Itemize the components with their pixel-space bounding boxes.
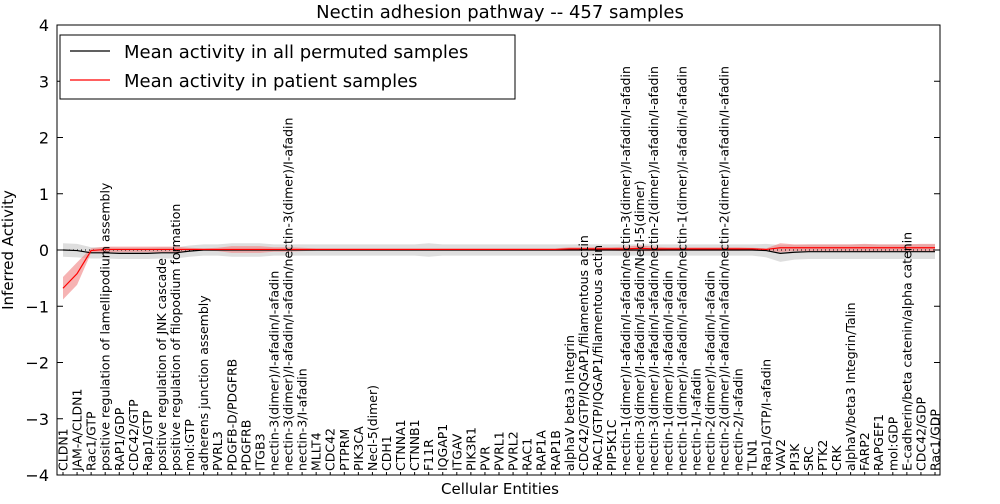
- x-tick-label: nectin-2(dimer)/I-afadin/I-afadin: [702, 271, 717, 471]
- x-tick-label: mol:GDP: [885, 416, 900, 471]
- x-tick-label: RAC1: [520, 438, 535, 471]
- x-tick-label: nectin-3/I-afadin: [295, 368, 310, 471]
- x-tick-label: Rap1/GTP/I-afadin: [759, 359, 774, 471]
- legend: Mean activity in all permuted samples Me…: [60, 35, 515, 99]
- y-tick-label: 4: [39, 16, 49, 35]
- x-tick-label: PDGFRB: [238, 420, 253, 471]
- x-tick-label: alphaV beta3 Integrin: [562, 335, 577, 471]
- x-tick-label: nectin-1(dimer)/I-afadin/I-afadin/nectin…: [674, 66, 689, 471]
- x-tick-label: PTK2: [815, 440, 830, 471]
- x-tick-label: CDC42/GTP/IQGAP1/filamentous actin: [576, 235, 591, 471]
- x-tick-label: nectin-1(dimer)/I-afadin/I-afadin/nectin…: [618, 66, 633, 471]
- legend-label-patient: Mean activity in patient samples: [124, 71, 418, 92]
- x-tick-label: adherens junction assembly: [196, 295, 211, 471]
- x-tick-label: PVRL3: [210, 431, 225, 471]
- x-tick-label: PIK3CA: [351, 426, 366, 471]
- x-tick-label: F11R: [421, 439, 436, 471]
- x-tick-label: nectin-3(dimer)/I-afadin/I-afadin/nectin…: [281, 118, 296, 471]
- x-tick-label: CTNNB1: [407, 419, 422, 471]
- chart-title: Nectin adhesion pathway -- 457 samples: [316, 2, 684, 23]
- x-tick-label: Rac1/GTP: [84, 411, 99, 471]
- x-tick-label: CRK: [829, 445, 844, 471]
- x-tick-label: nectin-1/I-afadin: [688, 368, 703, 471]
- x-tick-label: RAP1A: [534, 430, 549, 471]
- x-tick-label: RAC1/GTP/IQGAP1/filamentous actin: [590, 245, 605, 471]
- x-tick-label: positive regulation of JNK cascade: [154, 258, 169, 471]
- x-axis-label: Cellular Entities: [441, 480, 559, 498]
- x-tick-label: E-cadherin/beta catenin/alpha catenin: [899, 232, 914, 471]
- x-tick-label: RAPGEF1: [871, 414, 886, 471]
- x-tick-label: mol:GTP: [182, 419, 197, 471]
- x-tick-label: Necl-5(dimer): [365, 385, 380, 471]
- y-tick-label: −4: [25, 466, 49, 485]
- y-tick-label: 2: [39, 129, 49, 148]
- x-tick-label: SRC: [801, 446, 816, 471]
- x-tick-label: PVR: [477, 446, 492, 471]
- x-tick-label: JAM-A/CLDN1: [70, 389, 85, 472]
- x-tick-label: PIK3R1: [463, 427, 478, 471]
- x-tick-label: CTNNA1: [393, 419, 408, 471]
- x-tick-label: CDH1: [379, 435, 394, 471]
- x-tick-label: ITGB3: [252, 433, 267, 471]
- x-tick-label: MLLT4: [309, 432, 324, 471]
- y-tick-label: −3: [25, 410, 49, 429]
- x-tick-label: alphaV/beta3 Integrin/Talin: [843, 303, 858, 472]
- x-tick-label: RAP1B: [548, 430, 563, 471]
- x-tick-label: positive regulation of lamellipodium ass…: [98, 182, 113, 471]
- x-tick-label: CDC42: [323, 428, 338, 471]
- y-tick-label: −2: [25, 354, 49, 373]
- x-tick-label: nectin-2(dimer)/I-afadin/I-afadin/nectin…: [717, 66, 732, 471]
- x-tick-label: nectin-3(dimer)/I-afadin/I-afadin/nectin…: [646, 66, 661, 471]
- x-tick-label: PDGFB-D/PDGFRB: [224, 359, 239, 471]
- x-tick-label: nectin-3(dimer)/I-afadin/I-afadin: [266, 271, 281, 471]
- x-tick-label: PTPRM: [337, 429, 352, 471]
- x-tick-label: FARP2: [857, 432, 872, 471]
- x-tick-label: PI3K: [787, 443, 802, 471]
- x-tick-label: nectin-2/I-afadin: [731, 368, 746, 471]
- x-tick-label: nectin-3(dimer)/I-afadin/I-afadin/Necl-5…: [632, 180, 647, 471]
- x-tick-label: nectin-1(dimer)/I-afadin/I-afadin: [660, 271, 675, 471]
- x-tick-label: CLDN1: [56, 428, 71, 471]
- x-tick-label: Rap1/GTP: [140, 410, 155, 471]
- x-tick-label: PIP5K1C: [604, 419, 619, 471]
- x-tick-label: IQGAP1: [435, 424, 450, 471]
- x-tick-label: PVRL1: [492, 431, 507, 471]
- x-tick-label: CDC42/GDP: [913, 396, 928, 471]
- x-tick-label: TLN1: [745, 439, 760, 472]
- legend-label-permuted: Mean activity in all permuted samples: [124, 42, 468, 63]
- x-tick-label: VAV2: [773, 439, 788, 471]
- x-tick-label: CDC42/GTP: [126, 399, 141, 471]
- y-tick-label: 0: [39, 241, 49, 260]
- y-tick-label: −1: [25, 297, 49, 316]
- x-tick-label: positive regulation of filopodium format…: [168, 204, 183, 471]
- y-axis-label: Inferred Activity: [0, 190, 17, 310]
- y-tick-label: 3: [39, 72, 49, 91]
- x-tick-label: PVRL2: [506, 431, 521, 471]
- x-tick-label: Rac1/GDP: [928, 409, 943, 471]
- x-tick-label: RAP1/GDP: [112, 407, 127, 471]
- x-tick-label: ITGAV: [449, 433, 464, 471]
- y-tick-label: 1: [39, 185, 49, 204]
